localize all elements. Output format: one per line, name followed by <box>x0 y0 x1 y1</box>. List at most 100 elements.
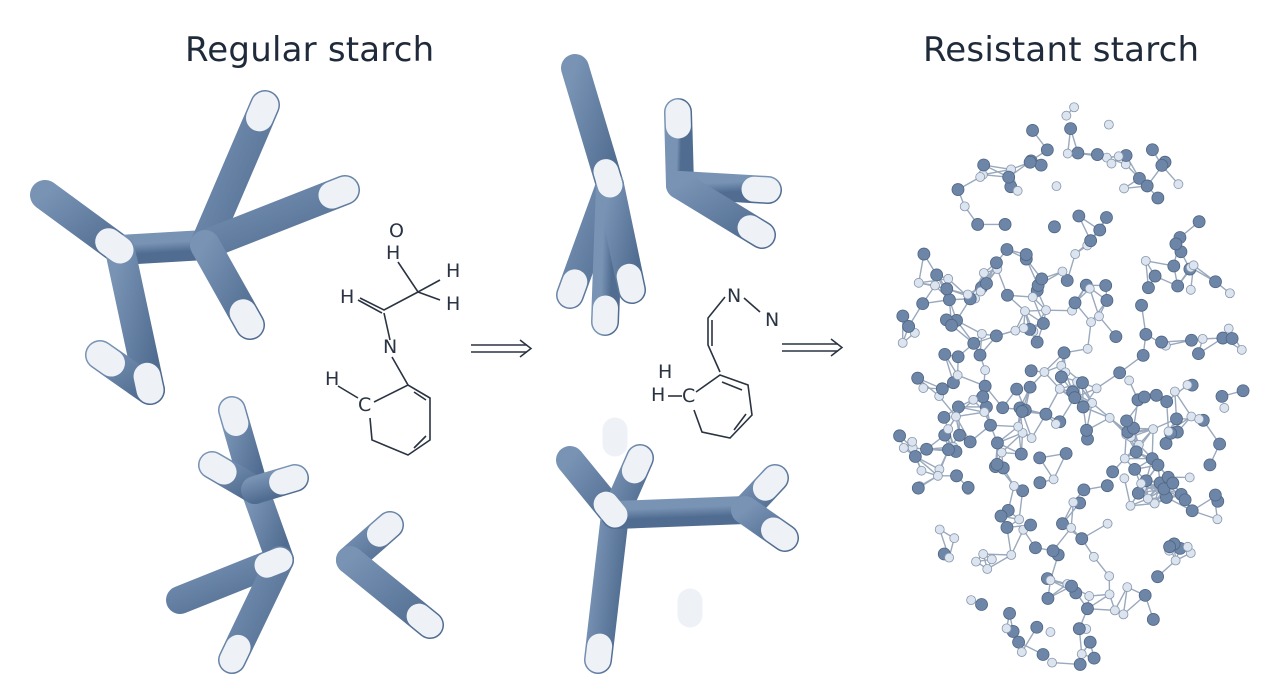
lattice-atom <box>989 329 1003 343</box>
lattice-atom <box>1014 447 1028 461</box>
molecule-tip <box>133 362 164 404</box>
lattice-atom <box>1016 484 1030 498</box>
lattice-atom <box>1148 269 1162 283</box>
lattice-atom <box>1068 296 1082 310</box>
lattice-atom <box>898 443 909 453</box>
lattice-atom <box>907 436 918 447</box>
lattice-atom <box>1219 403 1230 413</box>
lattice-atom <box>994 509 1008 523</box>
lattice-atom <box>1015 405 1029 418</box>
lattice-atom <box>1142 493 1153 504</box>
lattice-atom <box>1033 476 1047 490</box>
lattice-atom <box>1169 386 1180 397</box>
lattice-atom <box>1087 651 1101 665</box>
lattice-atom <box>1223 323 1234 334</box>
lattice-atom <box>943 293 956 307</box>
lattice-atom <box>1109 330 1123 343</box>
lattice-atom <box>1182 541 1193 552</box>
lattice-atom <box>1103 119 1114 130</box>
lattice-atom <box>1185 333 1198 347</box>
lattice-atom <box>971 556 981 567</box>
lattice-atom <box>1236 344 1247 355</box>
lattice-atom <box>1136 348 1150 362</box>
lattice-atom <box>1039 407 1053 421</box>
lattice-atom <box>1149 498 1160 509</box>
lattice-atoms <box>893 102 1250 671</box>
lattice-atom <box>1000 521 1014 534</box>
lattice-atom <box>1142 281 1155 295</box>
lattice-atom <box>1027 292 1038 302</box>
lattice-atom <box>1051 419 1061 429</box>
atom-label: H <box>658 361 672 383</box>
lattice-atom <box>967 337 981 350</box>
lattice-atom <box>1061 110 1072 121</box>
lattice-atom <box>959 201 970 212</box>
lattice-atom <box>1006 550 1017 560</box>
molecule-tip <box>318 176 359 209</box>
lattice-atom <box>1045 627 1056 637</box>
molecule-tip <box>585 633 613 673</box>
intermediate-molecule-1 <box>556 54 782 336</box>
lattice-atom <box>968 394 979 405</box>
lattice-atom <box>1056 517 1069 531</box>
atom-label: N <box>383 336 397 358</box>
lattice-atom <box>1100 479 1114 493</box>
lattice-atom <box>1086 317 1096 328</box>
lattice-atom <box>963 435 977 449</box>
lattice-atom <box>1091 383 1102 394</box>
lattice-atom <box>1133 171 1146 185</box>
lattice-atom <box>1104 412 1115 423</box>
lattice-atom <box>1151 570 1164 584</box>
lattice-atom <box>976 328 987 339</box>
lattice-atom <box>1057 346 1071 360</box>
lattice-atom <box>1113 151 1124 162</box>
lattice-atom <box>1192 347 1205 361</box>
lattice-atom <box>949 533 960 544</box>
lattice-atom <box>1106 465 1120 479</box>
lattice-atom <box>1129 445 1143 459</box>
lattice-atom <box>1072 209 1086 223</box>
lattice-atom <box>933 470 943 481</box>
lattice-atom <box>978 549 989 559</box>
molecule-tip <box>86 341 125 377</box>
lattice-atom <box>1194 414 1205 424</box>
lattice-atom <box>998 218 1012 231</box>
lattice-atom <box>990 256 1003 270</box>
lattice-atom <box>1068 497 1079 508</box>
lattice-atom <box>1018 323 1029 334</box>
lattice-atom <box>1010 325 1021 336</box>
lattice-atom <box>975 598 988 611</box>
lattice-atom <box>911 481 925 495</box>
lattice-atom <box>1171 279 1185 293</box>
lattice-atom <box>980 277 993 290</box>
lattice-atom <box>1020 306 1030 317</box>
lattice-atom <box>945 318 958 332</box>
lattice-atom <box>930 280 940 291</box>
lattice-atom <box>1088 551 1099 562</box>
molecule-tip <box>366 512 403 547</box>
regular-starch-title: Regular starch <box>185 30 435 70</box>
molecule-tip <box>737 215 775 248</box>
molecule-tip <box>616 263 645 303</box>
lattice-atom <box>971 218 985 231</box>
molecule-tip <box>229 299 264 339</box>
lattice-atom <box>1128 462 1142 476</box>
lattice-atom <box>978 268 989 278</box>
lattice-atom <box>1030 620 1044 634</box>
lattice-atom <box>1100 211 1113 224</box>
lattice-atom <box>1155 335 1168 349</box>
lattice-atom <box>1059 447 1073 460</box>
lattice-atom <box>1109 605 1120 616</box>
lattice-atom <box>1163 426 1174 437</box>
lattice-atom <box>951 183 965 196</box>
atom-label: N <box>727 285 741 307</box>
lattice-atom <box>1036 317 1050 330</box>
lattice-atom <box>1068 391 1082 405</box>
resistant-starch-lattice <box>893 102 1250 671</box>
lattice-atom <box>1224 288 1235 299</box>
lattice-atom <box>1040 143 1054 157</box>
lattice-atom <box>1148 424 1158 435</box>
lattice-atom <box>975 172 986 182</box>
lattice-atom <box>1104 589 1115 600</box>
lattice-atom <box>1002 170 1016 184</box>
